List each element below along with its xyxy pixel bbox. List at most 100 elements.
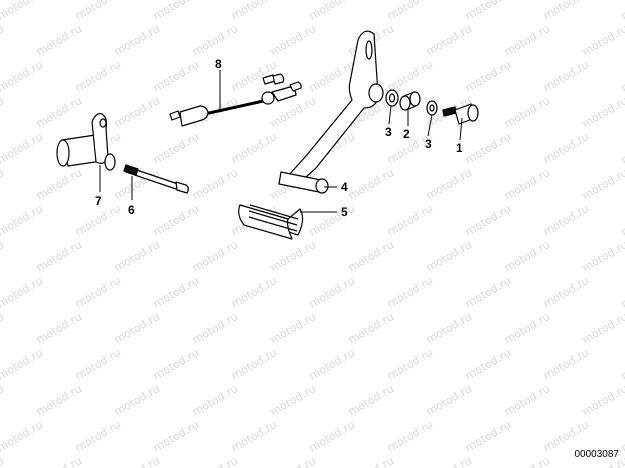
watermark-text: motod.ru <box>268 454 318 468</box>
watermark-text: motod.ru <box>502 238 552 274</box>
callouts: 8 3 2 3 1 4 5 7 6 <box>95 57 463 219</box>
watermark-text: motod.ru <box>0 202 45 238</box>
callout-3b: 3 <box>425 137 432 151</box>
watermark-text: motod.ru <box>190 454 240 468</box>
watermark-text: motod.ru <box>346 382 396 418</box>
watermark-text: motod.ru <box>229 274 279 310</box>
watermark-text: motod.ru <box>34 238 84 274</box>
watermark-text: motod.ru <box>268 310 318 346</box>
watermark-text: motod.ru <box>73 418 123 454</box>
watermark-text: motod.ru <box>502 454 552 468</box>
watermark-text: motod.ru <box>34 166 84 202</box>
watermark-text: motod.ru <box>502 382 552 418</box>
callout-3a: 3 <box>385 125 392 139</box>
watermark-text: motod.ru <box>268 238 318 274</box>
watermark-text: motod.ru <box>619 418 625 454</box>
watermark-text: motod.ru <box>112 22 162 58</box>
watermark-text: motod.ru <box>112 94 162 130</box>
watermark-text: motod.ru <box>424 310 474 346</box>
watermark-text: motod.ru <box>346 238 396 274</box>
watermark-text: motod.ru <box>0 238 6 274</box>
watermark-text: motod.ru <box>619 274 625 310</box>
watermark-text: motod.ru <box>346 454 396 468</box>
callout-2: 2 <box>403 127 410 141</box>
watermark-text: motod.ru <box>73 0 123 23</box>
washer-part-3a <box>385 89 399 107</box>
watermark-text: motod.ru <box>619 58 625 94</box>
watermark-text: motod.ru <box>580 238 625 274</box>
watermark-text: motod.ru <box>190 238 240 274</box>
watermark-text: motod.ru <box>0 94 6 130</box>
watermark-text: motod.ru <box>34 94 84 130</box>
watermark-text: motod.ru <box>229 0 279 23</box>
watermark-text: motod.ru <box>151 274 201 310</box>
watermark-text: motod.ru <box>541 130 591 166</box>
watermark-text: motod.ru <box>34 310 84 346</box>
callout-4: 4 <box>341 180 348 194</box>
watermark-text: motod.ru <box>307 274 357 310</box>
watermark-text: motod.ru <box>34 22 84 58</box>
watermark-text: motod.ru <box>385 58 435 94</box>
watermark-text: motod.ru <box>73 346 123 382</box>
watermark-text: motod.ru <box>580 310 625 346</box>
watermark-text: motod.ru <box>580 382 625 418</box>
leader-lines <box>99 70 463 213</box>
watermark-text: motod.ru <box>541 202 591 238</box>
watermark-text: motod.ru <box>112 454 162 468</box>
watermark-text: motod.ru <box>0 166 6 202</box>
watermark-text: motod.ru <box>346 310 396 346</box>
watermark-text: motod.ru <box>0 22 6 58</box>
watermark-text: motod.ru <box>268 22 318 58</box>
watermark-text: motod.ru <box>307 346 357 382</box>
watermark-text: motod.ru <box>463 202 513 238</box>
watermark-text: motod.ru <box>0 418 45 454</box>
watermark-text: motod.ru <box>112 382 162 418</box>
bushing-part-2 <box>399 91 421 111</box>
watermark-text: motod.ru <box>190 382 240 418</box>
watermark-text: motod.ru <box>190 166 240 202</box>
callout-7: 7 <box>95 194 102 208</box>
watermark-text: motod.ru <box>0 274 45 310</box>
watermark-text: motod.ru <box>541 346 591 382</box>
watermark-text: motod.ru <box>385 274 435 310</box>
watermark-text: motod.ru <box>268 382 318 418</box>
rubber-pedal-part-5 <box>238 204 304 240</box>
bolt-part-6 <box>123 164 189 194</box>
watermark-text: motod.ru <box>580 166 625 202</box>
watermark-text: motod.ru <box>151 58 201 94</box>
watermark-text: motod.ru <box>463 58 513 94</box>
watermark-text: motod.ru <box>619 346 625 382</box>
watermark-text: motod.ru <box>307 202 357 238</box>
watermark-text: motod.ru <box>190 22 240 58</box>
watermark-text: motod.ru <box>0 58 45 94</box>
watermark-text: motod.ru <box>229 130 279 166</box>
watermark-text: motod.ru <box>0 0 45 23</box>
watermark-text: motod.ru <box>424 22 474 58</box>
callout-5: 5 <box>341 205 348 219</box>
watermark-text: motod.ru <box>541 58 591 94</box>
watermark-text: motod.ru <box>0 310 6 346</box>
watermark-text: motod.ru <box>34 454 84 468</box>
watermark-text: motod.ru <box>307 0 357 23</box>
watermark-text: motod.ru <box>0 454 6 468</box>
watermark-text: motod.ru <box>346 166 396 202</box>
watermark-text: motod.ru <box>190 310 240 346</box>
watermark-text: motod.ru <box>307 418 357 454</box>
watermark-text: motod.ru <box>580 22 625 58</box>
watermark-text: motod.ru <box>0 130 45 166</box>
watermark-text: motod.ru <box>385 418 435 454</box>
watermark-text: motod.ru <box>502 94 552 130</box>
watermark-text: motod.ru <box>151 130 201 166</box>
callout-8: 8 <box>215 57 222 71</box>
watermark-text: motod.ru <box>463 418 513 454</box>
watermark-text: motod.ru <box>268 94 318 130</box>
watermark-text: motod.ru <box>463 0 513 23</box>
watermark-text: motod.ru <box>73 58 123 94</box>
watermark-text: motod.ru <box>385 346 435 382</box>
watermark-text: motod.ru <box>541 274 591 310</box>
watermark-text: motod.ru <box>619 202 625 238</box>
watermark-text: motod.ru <box>502 166 552 202</box>
watermark-text: motod.ru <box>73 274 123 310</box>
